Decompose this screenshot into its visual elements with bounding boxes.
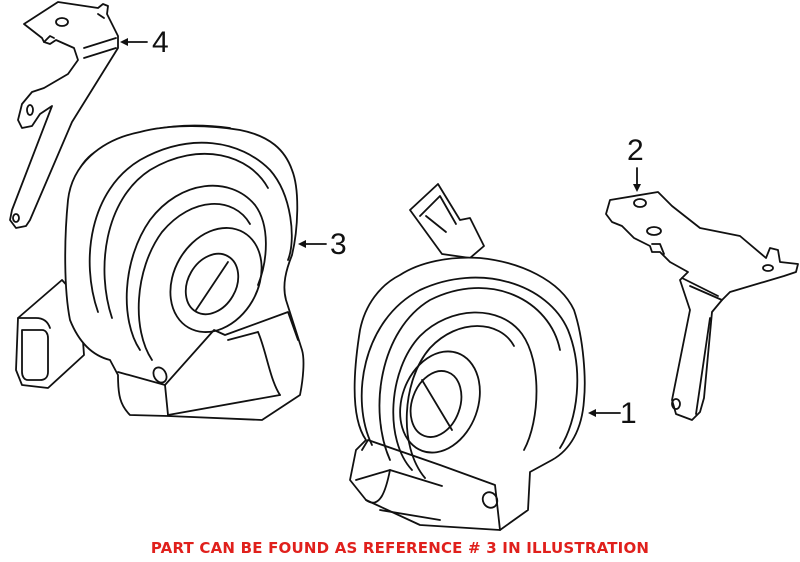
callout-label-1: 1 — [620, 397, 637, 430]
callout-label-2: 2 — [627, 134, 644, 167]
callout-label-3: 3 — [330, 228, 347, 261]
callout-label-4: 4 — [152, 26, 169, 59]
part-4-bracket — [9, 1, 148, 229]
part-3-horn — [15, 124, 327, 421]
reference-caption: PART CAN BE FOUND AS REFERENCE # 3 IN IL… — [150, 539, 650, 557]
part-1-horn — [349, 183, 621, 531]
part-2-bracket — [605, 167, 799, 421]
